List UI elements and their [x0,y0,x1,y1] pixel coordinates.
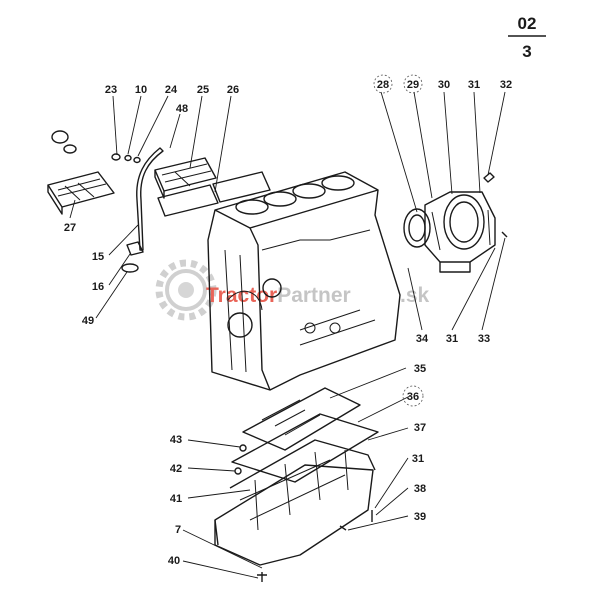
page-number: 02 3 [508,14,546,61]
callout-34: 34 [416,333,429,345]
gasket-left [157,184,219,217]
callout-37: 37 [414,422,426,434]
callout-35: 35 [414,363,426,375]
callout-27: 27 [64,222,76,234]
pan-gasket-35 [242,387,361,451]
callout-41: 41 [170,493,182,505]
seal-housing-29-30 [424,191,496,273]
screw-43 [239,444,247,452]
callout-30: 30 [438,79,450,91]
engine-block [207,171,401,391]
callout-32: 32 [500,79,512,91]
callout-31-low: 31 [412,453,424,465]
gear-icon [155,259,217,321]
valve-cover-left [47,171,115,215]
watermark-domain: .sk [400,284,430,307]
callout-39: 39 [414,511,426,523]
filler-cap [51,130,141,164]
callout-7: 7 [175,524,181,536]
callout-16: 16 [92,281,104,293]
callout-31-top: 31 [468,79,480,91]
callout-33: 33 [478,333,490,345]
washer-49 [121,263,139,273]
callout-26: 26 [227,84,239,96]
valve-cover-right [154,157,217,199]
callout-38: 38 [414,483,426,495]
callout-15: 15 [92,251,104,263]
callout-43: 43 [170,434,182,446]
callout-28: 28 [377,79,389,91]
watermark: TractorPartner .sk [155,259,430,321]
callout-10: 10 [135,84,147,96]
plug-39 [339,525,347,531]
highlight-ring-36 [402,385,424,407]
page-section: 02 [518,14,537,33]
callout-29: 29 [407,79,419,91]
leader-lines [69,91,506,579]
callout-31-mid: 31 [446,333,458,345]
bracket-16 [126,241,144,256]
callout-24: 24 [165,84,178,96]
pan-gasket-37 [231,413,379,483]
highlight-ring-28 [373,74,393,94]
callout-25: 25 [197,84,209,96]
rear-seal-28 [403,208,431,248]
breather-pipe [136,147,164,251]
callout-23: 23 [105,84,117,96]
callout-48: 48 [176,103,188,115]
drain-plug-40 [257,572,267,582]
bolt-32 [483,172,495,183]
callout-36: 36 [407,391,419,403]
page-sheet: 3 [522,42,531,61]
oil-pan [214,439,376,566]
gasket-right [212,171,271,203]
highlight-ring-29 [403,74,423,94]
pin-33 [501,231,508,238]
callout-49: 49 [82,315,94,327]
callout-labels: 23 10 24 48 25 26 27 15 16 49 28 29 30 3… [64,79,512,567]
callout-40: 40 [168,555,180,567]
washer-42 [234,467,242,475]
callout-42: 42 [170,463,182,475]
